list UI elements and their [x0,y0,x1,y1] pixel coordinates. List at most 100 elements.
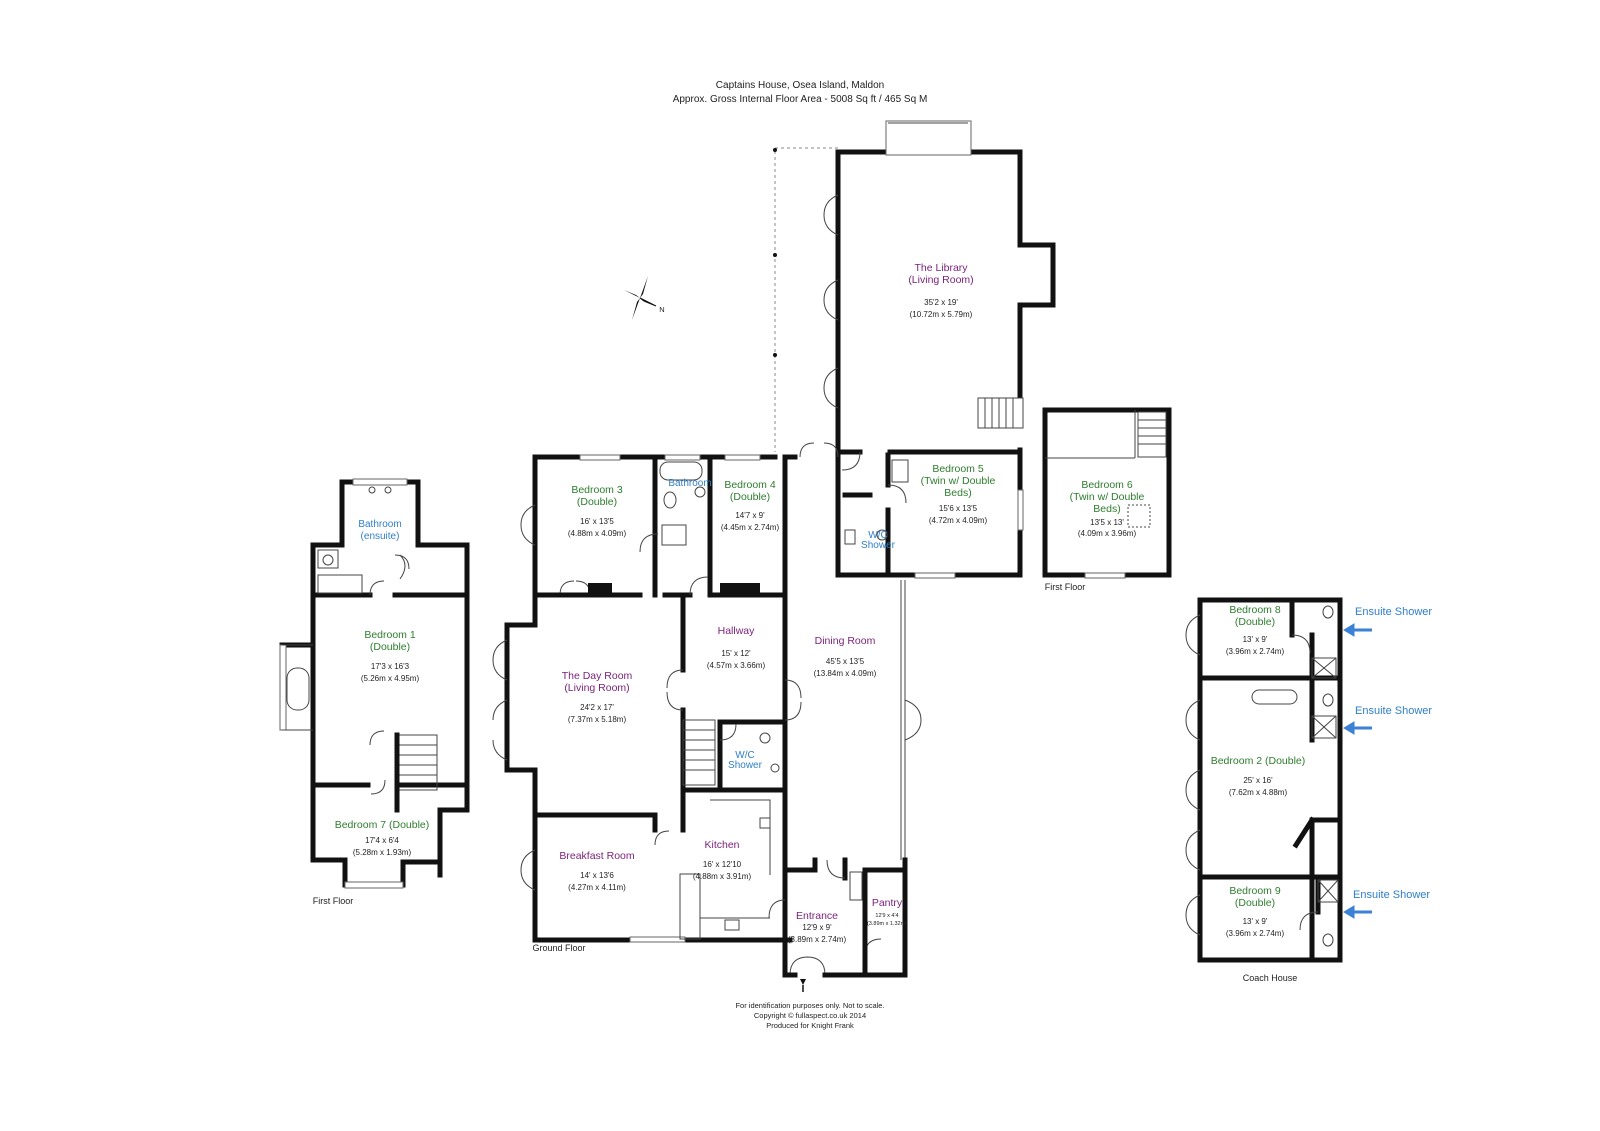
bathroom-ensuite-label: Bathroom (ensuite) [358,519,401,542]
pantry-label: Pantry 12'9 x 4'4 (3.89m x 1.32m) [867,897,907,927]
first-floor-right-label: First Floor [1045,582,1086,592]
plan-area: Approx. Gross Internal Floor Area - 5008… [673,94,928,105]
bathroom-mid-label: Bathroom [668,478,711,489]
footer-producer: Produced for Knight Frank [766,1021,854,1030]
breakfast-label: Breakfast Room 14' x 13'6 (4.27m x 4.11m… [559,850,635,892]
bedroom9-subname: (Double) [1235,897,1275,909]
dayroom-dim-metric: (7.37m x 5.18m) [568,715,627,724]
bedroom3-label: Bedroom 3 (Double) 16' x 13'5 (4.88m x 4… [568,484,627,538]
breakfast-dim-metric: (4.27m x 4.11m) [568,883,626,892]
dayroom-label: The Day Room (Living Room) 24'2 x 17' (7… [562,670,633,724]
entrance-dim-metric: (3.89m x 2.74m) [788,935,847,944]
ensuite-shower-annotation-2: Ensuite Shower [1343,705,1432,735]
bedroom7-name: Bedroom 7 (Double) [335,819,430,831]
bedroom6-label: Bedroom 6 (Twin w/ Double Beds) 13'5 x 1… [1070,479,1145,538]
dayroom-dim-imperial: 24'2 x 17' [580,703,614,712]
bedroom4-dim-imperial: 14'7 x 9' [735,511,765,520]
bedroom4-dim-metric: (4.45m x 2.74m) [721,523,780,532]
hallway-label: Hallway 15' x 12' (4.57m x 3.66m) [707,625,766,670]
bedroom2-name: Bedroom 2 (Double) [1211,755,1306,767]
bedroom3-dim-imperial: 16' x 13'5 [580,517,614,526]
bedroom6-subname2: Beds) [1093,503,1120,515]
bedroom3-subname: (Double) [577,496,617,508]
bedroom4-subname: (Double) [730,491,770,503]
library-dim-metric: (10.72m x 5.79m) [910,310,973,319]
pantry-name: Pantry [872,897,903,909]
library-dim-imperial: 35'2 x 19' [924,298,958,307]
footer-copyright: Copyright © fullaspect.co.uk 2014 [754,1011,866,1020]
coach-house-walls [1185,597,1343,963]
library-label: The Library (Living Room) 35'2 x 19' (10… [908,262,973,319]
hallway-dim-imperial: 15' x 12' [721,649,751,658]
dining-name: Dining Room [815,635,876,647]
wc-shower-upper-subname: Shower [861,540,896,551]
bedroom6-dim-metric: (4.09m x 3.96m) [1078,529,1137,538]
entrance-name: Entrance [796,910,838,922]
wc-shower-upper-label: W/C Shower [861,530,896,551]
bathroom-ensuite-subname: (ensuite) [361,531,400,542]
bedroom9-dim-metric: (3.96m x 2.74m) [1226,929,1285,938]
bedroom9-label: Bedroom 9 (Double) 13' x 9' (3.96m x 2.7… [1226,885,1285,938]
dayroom-name: The Day Room [562,670,633,682]
kitchen-label: Kitchen 16' x 12'10 (4.88m x 3.91m) [693,839,752,881]
entrance-label: Entrance 12'9 x 9' (3.89m x 2.74m) [788,910,847,944]
bedroom2-dim-metric: (7.62m x 4.88m) [1229,788,1288,797]
bedroom8-dim-imperial: 13' x 9' [1243,635,1268,644]
bedroom6-name: Bedroom 6 [1081,479,1133,491]
terrace-outline [773,147,838,452]
bedroom7-label: Bedroom 7 (Double) 17'4 x 6'4 (5.28m x 1… [335,819,430,857]
kitchen-name: Kitchen [704,839,739,851]
bedroom5-dim-metric: (4.72m x 4.09m) [929,516,988,525]
wc-shower-lower-subname: Shower [728,760,763,771]
hallway-dim-metric: (4.57m x 3.66m) [707,661,766,670]
kitchen-dim-imperial: 16' x 12'10 [703,860,742,869]
bedroom1-name: Bedroom 1 [364,629,416,641]
bedroom9-dim-imperial: 13' x 9' [1243,917,1268,926]
bedroom5-name: Bedroom 5 [932,463,984,475]
pantry-dim-imperial: 12'9 x 4'4 [875,913,898,919]
kitchen-dim-metric: (4.88m x 3.91m) [693,872,752,881]
bedroom3-name: Bedroom 3 [571,484,623,496]
bedroom6-dim-imperial: 13'5 x 13' [1090,518,1124,527]
library-walls [823,120,1056,455]
bedroom4-label: Bedroom 4 (Double) 14'7 x 9' (4.45m x 2.… [721,479,780,532]
entrance-dim-imperial: 12'9 x 9' [802,923,832,932]
ensuite-shower-label-2: Ensuite Shower [1355,705,1432,717]
compass-icon: N [624,276,665,320]
first-floor-left-label: First Floor [313,896,354,906]
bedroom1-dim-imperial: 17'3 x 16'3 [371,662,410,671]
ensuite-shower-label-3: Ensuite Shower [1353,889,1430,901]
bedroom3-dim-metric: (4.88m x 4.09m) [568,529,627,538]
bedroom4-name: Bedroom 4 [724,479,776,491]
dayroom-subname: (Living Room) [564,682,629,694]
bedroom5-label: Bedroom 5 (Twin w/ Double Beds) 15'6 x 1… [921,463,996,525]
bedroom1-subname: (Double) [370,641,410,653]
ensuite-shower-annotation-3: Ensuite Shower [1343,889,1430,919]
bedroom6-walls [1042,407,1172,579]
bathroom-ensuite-name: Bathroom [358,519,401,530]
breakfast-dim-imperial: 14' x 13'6 [580,871,614,880]
compass-north-label: N [659,305,664,314]
bedroom1-label: Bedroom 1 (Double) 17'3 x 16'3 (5.26m x … [361,629,420,683]
hallway-name: Hallway [718,625,756,637]
library-name: The Library [914,262,968,274]
bedroom7-dim-imperial: 17'4 x 6'4 [365,836,399,845]
bedroom5-subname: (Twin w/ Double [921,475,996,487]
coach-house-label: Coach House [1243,973,1298,983]
bedroom5-walls [835,447,1024,579]
bedroom2-dim-imperial: 25' x 16' [1243,776,1273,785]
bedroom5-dim-imperial: 15'6 x 13'5 [939,504,978,513]
ground-floor-label: Ground Floor [532,943,585,953]
library-subname: (Living Room) [908,274,973,286]
ground-floor-walls [492,442,922,992]
breakfast-name: Breakfast Room [559,850,635,862]
bedroom5-subname2: Beds) [944,487,971,499]
bedroom9-name: Bedroom 9 [1229,885,1281,897]
dining-dim-imperial: 45'5 x 13'5 [826,657,865,666]
pantry-dim-metric: (3.89m x 1.32m) [867,921,907,927]
wc-shower-lower-label: W/C Shower [728,750,763,771]
bedroom6-subname: (Twin w/ Double [1070,491,1145,503]
bedroom7-dim-metric: (5.28m x 1.93m) [353,848,412,857]
wc-shower-upper-name: W/C [868,530,887,541]
